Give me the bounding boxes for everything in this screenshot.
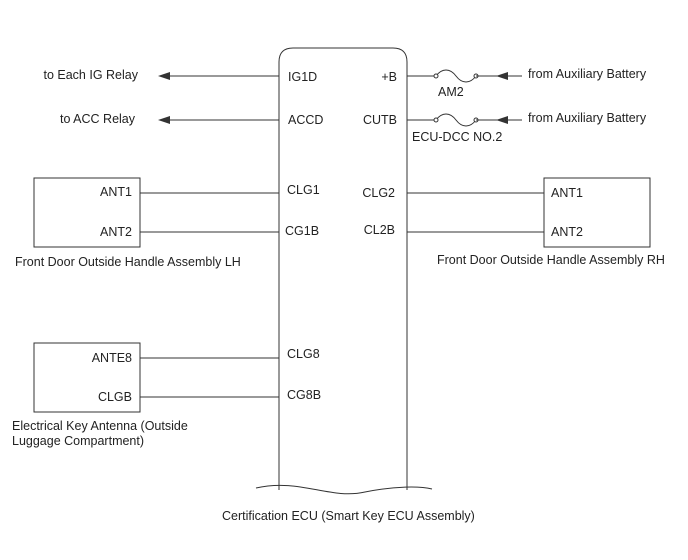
am2-supply-arrow-icon	[496, 72, 508, 80]
acc-relay-arrow-icon	[158, 116, 170, 124]
pin-clg2: CLG2	[362, 186, 395, 200]
pin-clg8: CLG8	[287, 347, 320, 361]
luggage-antenna-caption: Electrical Key Antenna (Outside Luggage …	[12, 419, 188, 448]
rh-pin-ant2: ANT2	[551, 225, 583, 239]
pin-plus-b: +B	[381, 70, 397, 84]
aux-battery-label-2: from Auxiliary Battery	[528, 111, 647, 125]
rh-handle-caption: Front Door Outside Handle Assembly RH	[437, 253, 665, 267]
am2-fuse-icon	[435, 69, 477, 83]
pin-cg1b: CG1B	[285, 224, 320, 238]
ecu-wavy-bottom	[255, 484, 433, 495]
fuse-ecu-dcc-label: ECU-DCC NO.2	[412, 130, 503, 144]
ecu-dcc-supply-arrow-icon	[496, 116, 508, 124]
luggage-antenna-box	[33, 342, 141, 413]
lh-pin-ant2: ANT2	[100, 225, 132, 239]
acc-relay-label: to ACC Relay	[59, 112, 135, 126]
fuse-am2-label: AM2	[438, 85, 464, 99]
ig-relay-label: to Each IG Relay	[43, 68, 139, 82]
pin-cg8b: CG8B	[287, 388, 322, 402]
pin-accd: ACCD	[288, 113, 324, 127]
ecu-body	[278, 47, 408, 490]
ig-relay-arrow-icon	[158, 72, 170, 80]
lh-handle-caption: Front Door Outside Handle Assembly LH	[15, 255, 241, 269]
lh-handle-box	[33, 177, 141, 248]
luggage-pin-clgb: CLGB	[97, 390, 132, 404]
lh-pin-ant1: ANT1	[100, 185, 132, 199]
aux-battery-label-1: from Auxiliary Battery	[528, 67, 647, 81]
pin-clg1: CLG1	[287, 183, 320, 197]
pin-ig1d: IG1D	[288, 70, 318, 84]
luggage-pin-ante8: ANTE8	[91, 351, 132, 365]
ecu-dcc-fuse-icon	[435, 113, 477, 127]
rh-pin-ant1: ANT1	[551, 186, 583, 200]
pin-cutb: CUTB	[362, 113, 397, 127]
pin-cl2b: CL2B	[363, 223, 395, 237]
rh-handle-box	[543, 177, 651, 248]
ecu-caption: Certification ECU (Smart Key ECU Assembl…	[222, 509, 475, 523]
